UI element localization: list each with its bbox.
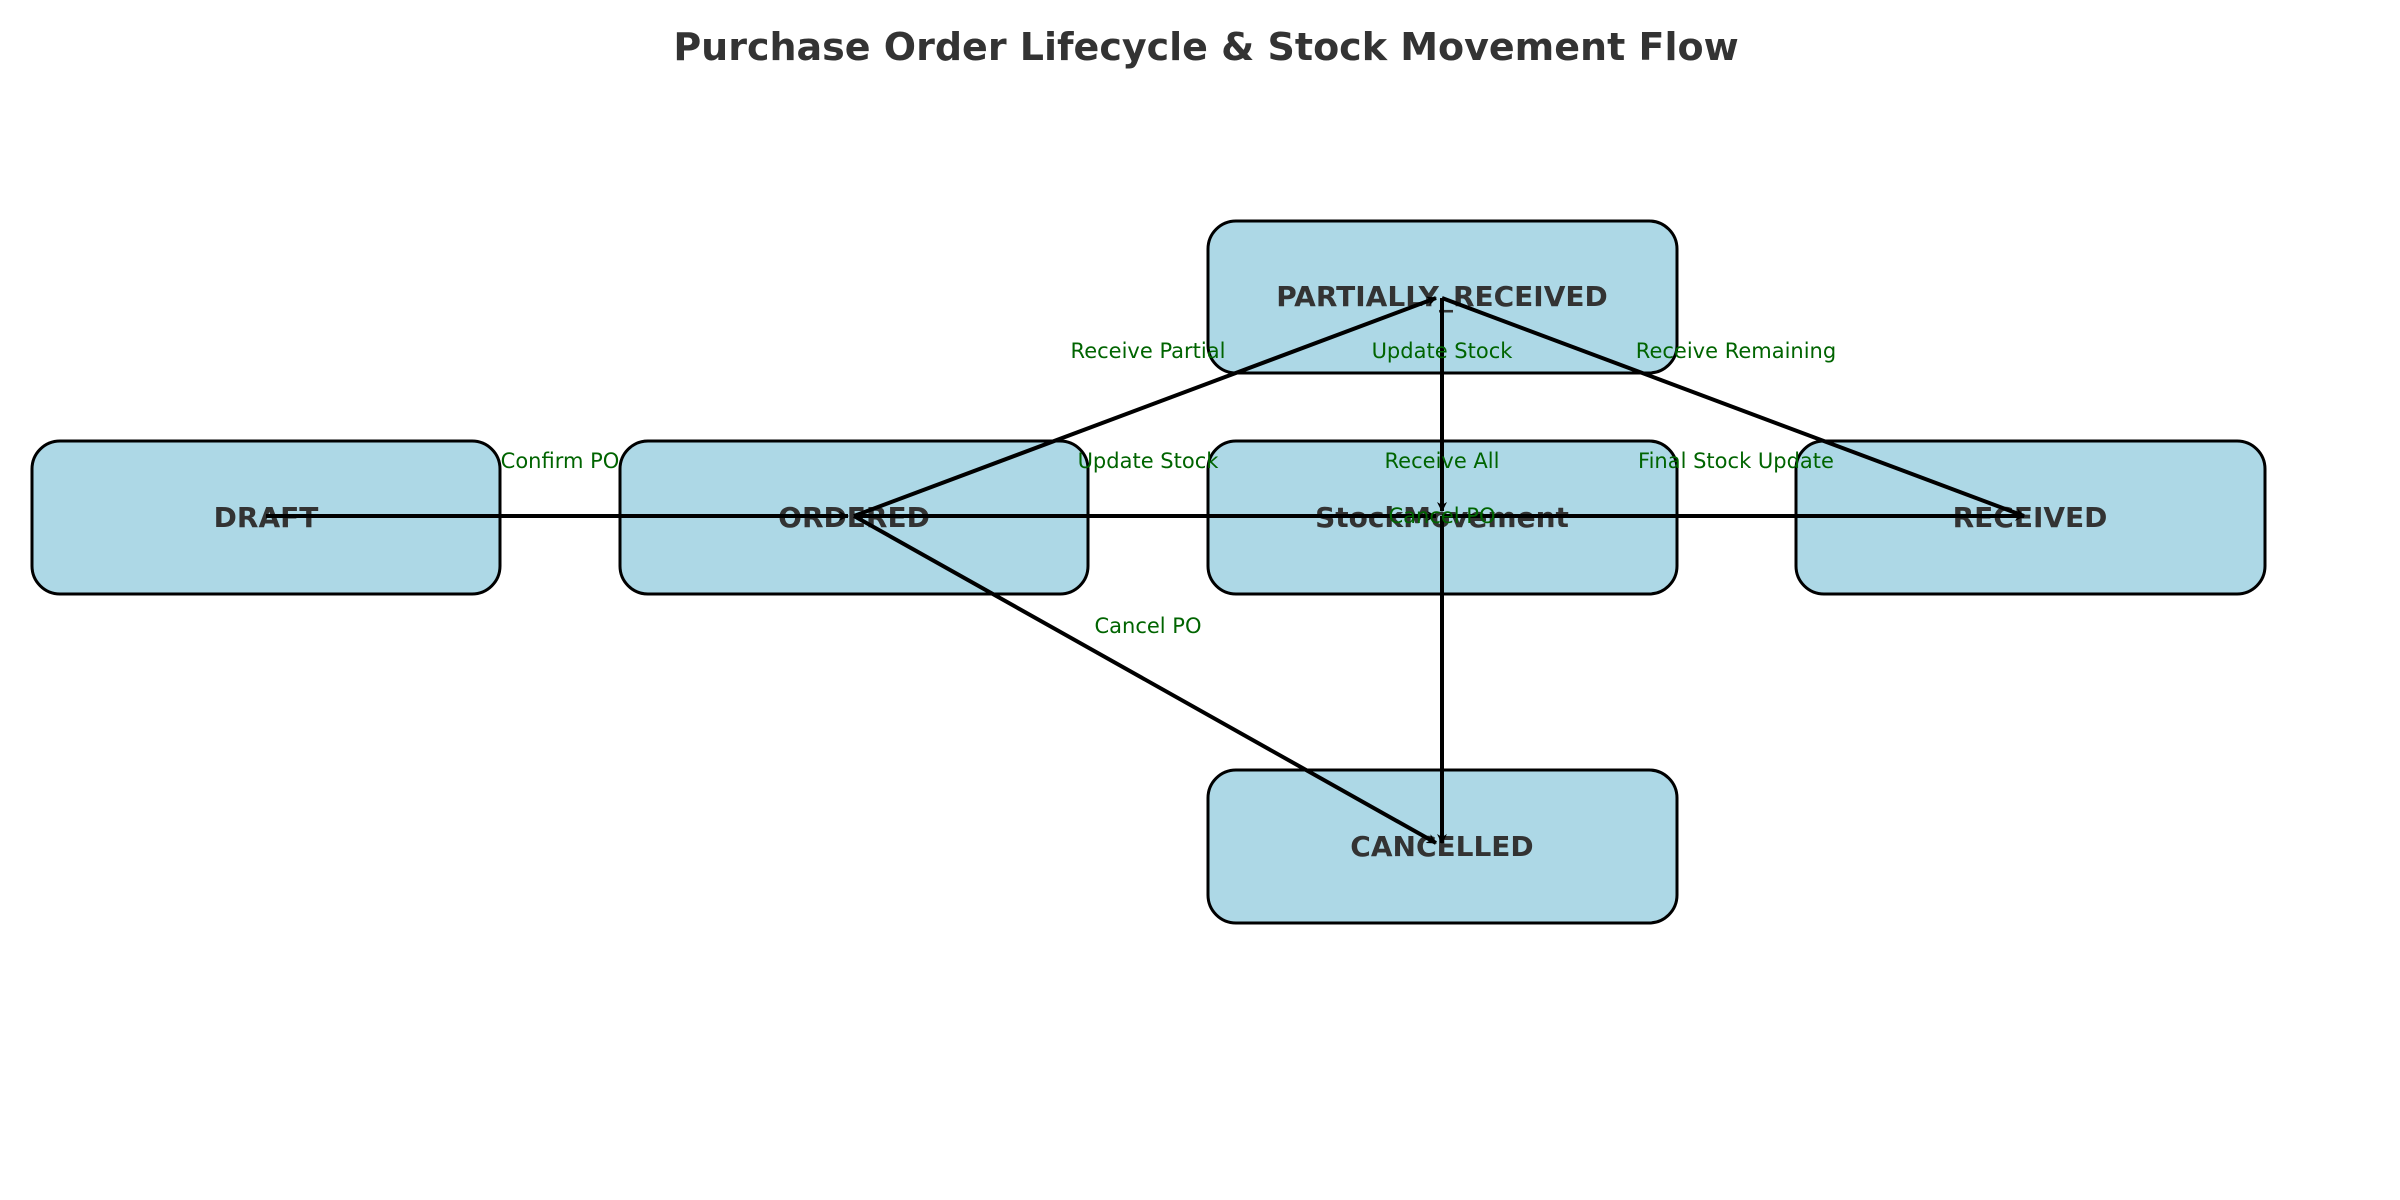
diagram-title: Purchase Order Lifecycle & Stock Movemen… (673, 25, 1738, 69)
edge-receive-remaining-arrow (1441, 296, 2025, 518)
edge-label-cancel-po-ordered: Cancel PO (1094, 614, 1201, 638)
edge-label-update-stock-partial: Update Stock (1372, 339, 1514, 363)
edge-label-receive-all: Receive All (1385, 449, 1500, 473)
edge-label-cancel-po-partial: Cancel PO (1388, 504, 1495, 528)
edge-label-update-stock-ordered: Update Stock (1078, 449, 1220, 473)
edge-label-receive-partial: Receive Partial (1071, 339, 1226, 363)
edge-label-final-stock-update: Final Stock Update (1638, 449, 1834, 473)
node-received[interactable]: RECEIVED (1794, 439, 2267, 596)
edge-label-receive-remaining: Receive Remaining (1636, 339, 1836, 363)
edge-label-confirm-po: Confirm PO (501, 449, 620, 473)
edge-cancel-po-ordered-arrow (853, 514, 1437, 845)
edge-receive-partial-arrow (853, 296, 1437, 518)
